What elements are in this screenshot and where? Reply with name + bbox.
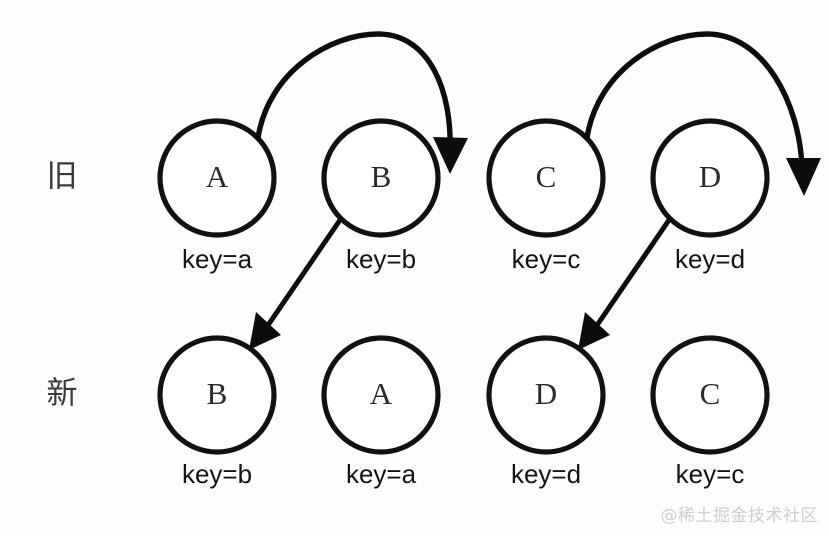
arrow-old-b-to-new-b bbox=[249, 217, 343, 350]
node-new-d-key: key=d bbox=[511, 459, 581, 489]
node-old-d[interactable]: D key=d bbox=[650, 118, 770, 274]
arrow-arc-c-to-right-path bbox=[584, 31, 805, 171]
node-old-d-letter: D bbox=[699, 159, 721, 194]
arrow-old-d-to-new-d-head-icon bbox=[578, 312, 610, 350]
node-old-c[interactable]: C key=c bbox=[486, 118, 606, 274]
arrow-arc-a-to-right-head-icon bbox=[433, 137, 468, 174]
arrow-old-d-to-new-d bbox=[578, 217, 672, 350]
node-new-a-letter: A bbox=[370, 376, 393, 411]
arrows-group bbox=[249, 31, 821, 350]
node-old-c-key: key=c bbox=[512, 244, 581, 274]
node-old-a[interactable]: A key=a bbox=[157, 118, 277, 274]
node-old-b-letter: B bbox=[371, 159, 392, 194]
node-new-c-key: key=c bbox=[676, 459, 745, 489]
node-new-d-circle[interactable] bbox=[486, 335, 606, 455]
node-new-d[interactable]: D key=d bbox=[486, 335, 606, 489]
row-label-new: 新 bbox=[47, 376, 78, 412]
node-old-b-key: key=b bbox=[346, 244, 416, 274]
arrow-arc-c-to-right-head-icon bbox=[786, 158, 821, 196]
node-old-a-circle[interactable] bbox=[157, 118, 277, 238]
arrow-arc-a-to-right bbox=[255, 31, 468, 174]
node-old-c-letter: C bbox=[536, 159, 557, 194]
node-old-a-key: key=a bbox=[182, 244, 253, 274]
node-old-a-letter: A bbox=[206, 159, 229, 194]
node-new-b-circle[interactable] bbox=[157, 335, 277, 455]
arrow-arc-c-to-right bbox=[584, 31, 821, 196]
watermark: @稀土掘金技术社区 bbox=[661, 506, 819, 526]
row-label-old: 旧 bbox=[47, 159, 78, 195]
node-new-a[interactable]: A key=a bbox=[321, 335, 441, 489]
node-new-a-circle[interactable] bbox=[321, 335, 441, 455]
node-new-b[interactable]: B key=b bbox=[157, 335, 277, 489]
arrow-old-b-to-new-b-head-icon bbox=[249, 312, 281, 350]
arrow-old-d-to-new-d-path bbox=[588, 217, 672, 337]
old-row-group: 旧 A key=a B key=b C key=c D bbox=[47, 118, 770, 274]
arrow-old-b-to-new-b-path bbox=[259, 217, 343, 337]
node-old-d-circle[interactable] bbox=[650, 118, 770, 238]
node-new-d-letter: D bbox=[535, 376, 557, 411]
new-row-group: 新 B key=b A key=a D key=d C bbox=[47, 335, 770, 489]
node-old-b-circle[interactable] bbox=[321, 118, 441, 238]
arrow-arc-a-to-right-path bbox=[255, 31, 453, 153]
node-old-b[interactable]: B key=b bbox=[321, 118, 441, 274]
node-old-c-circle[interactable] bbox=[486, 118, 606, 238]
node-new-a-key: key=a bbox=[346, 459, 417, 489]
node-new-c-circle[interactable] bbox=[650, 335, 770, 455]
node-new-b-key: key=b bbox=[182, 459, 252, 489]
node-new-c[interactable]: C key=c bbox=[650, 335, 770, 489]
node-new-b-letter: B bbox=[207, 376, 228, 411]
node-old-d-key: key=d bbox=[675, 244, 745, 274]
node-new-c-letter: C bbox=[700, 376, 721, 411]
